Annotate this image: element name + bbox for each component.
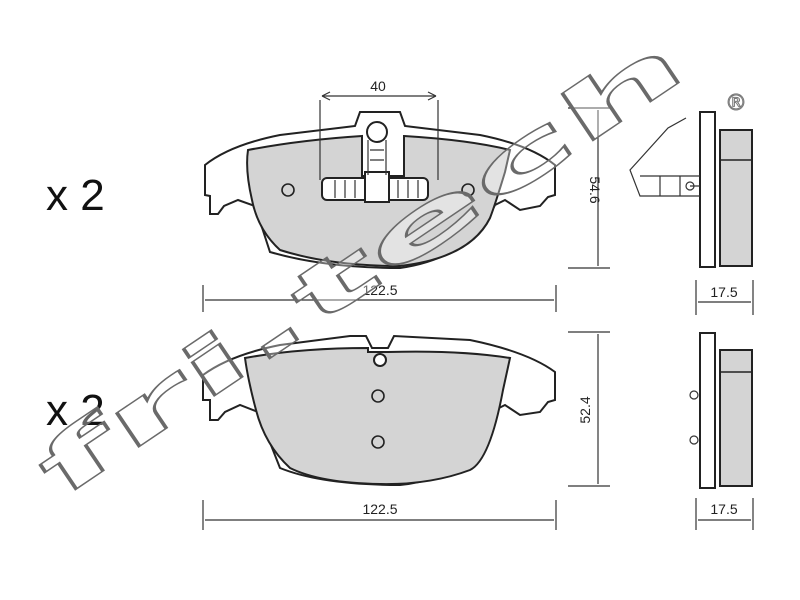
top-side-wear-sensor-clip: [629, 117, 700, 197]
top-pad-hole-right: [461, 183, 475, 197]
top-pad-wear-sensor-tab: [321, 121, 429, 203]
top-width-dimension: 122.5: [202, 282, 557, 312]
top-height-label: 54.6: [587, 176, 603, 203]
bottom-pad-friction-material: [243, 346, 512, 486]
top-pad-side-view: 17.5: [629, 111, 754, 315]
bottom-thickness-label: 17.5: [710, 501, 737, 517]
bottom-side-friction-block: [719, 349, 753, 487]
bottom-height-dimension: 52.4: [568, 331, 610, 487]
top-quantity-label: x 2: [46, 171, 105, 220]
top-side-friction-block: [719, 129, 753, 267]
bottom-width-dimension: 122.5: [202, 500, 557, 530]
bottom-quantity-label: x 2: [46, 386, 105, 435]
bottom-side-backing-plate: [699, 332, 716, 489]
top-height-dimension: 54.6: [568, 107, 610, 269]
bottom-pad-side-view: 17.5: [689, 332, 754, 530]
top-pad-front-view: [204, 111, 556, 270]
registered-mark: ®: [725, 91, 747, 116]
top-width-label: 122.5: [362, 282, 397, 298]
bottom-pad-hole-lower: [371, 435, 385, 449]
sensor-width-dimension: 40: [319, 78, 439, 180]
bottom-height-label: 52.4: [577, 396, 593, 423]
bottom-width-label: 122.5: [362, 501, 397, 517]
bottom-pad-hole-upper: [371, 389, 385, 403]
bottom-pad-front-view: [202, 334, 556, 487]
top-side-backing-plate: [699, 111, 716, 268]
bottom-pad-notch: [373, 353, 387, 367]
top-pad-hole-left: [281, 183, 295, 197]
top-thickness-label: 17.5: [710, 284, 737, 300]
sensor-width-label: 40: [370, 78, 386, 94]
